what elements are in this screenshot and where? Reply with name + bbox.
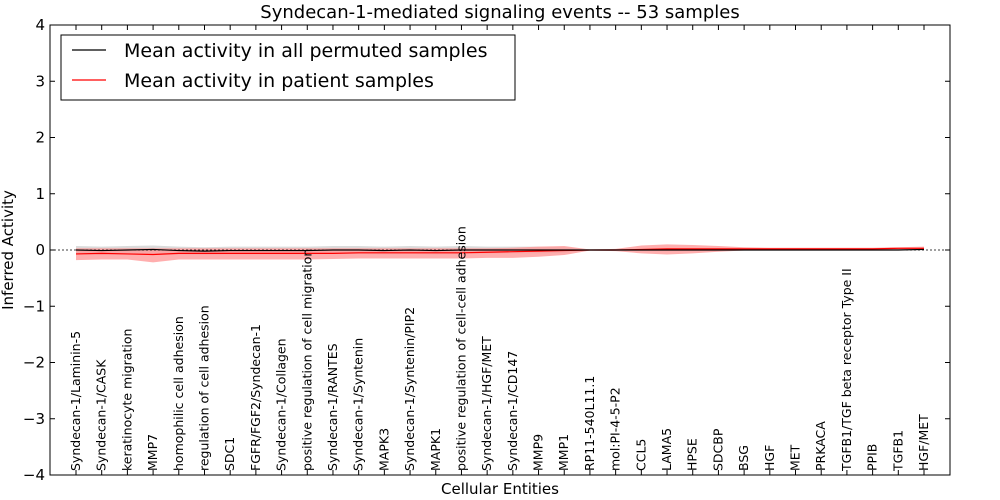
series-lines <box>50 247 950 256</box>
x-tick-label: positive regulation of cell migration <box>299 249 314 471</box>
x-tick-label: positive regulation of cell-cell adhesio… <box>453 226 468 471</box>
x-tick-label: SDC1 <box>222 437 237 471</box>
x-tick-label: CCL5 <box>633 439 648 471</box>
line-patient <box>75 247 924 256</box>
line-permuted <box>75 248 925 252</box>
legend-label-patient: Mean activity in patient samples <box>124 70 434 92</box>
x-tick-label: Syndecan-1/HGF/MET <box>479 336 494 471</box>
x-axis: Syndecan-1/Laminin-5 Syndecan-1/CASK kerat… <box>68 25 931 475</box>
x-tick-label: Syndecan-1/Syntenin/PIP2 <box>402 307 417 471</box>
x-tick-label: mol:PI-4-5-P2 <box>608 387 623 471</box>
x-tick-label: MMP7 <box>145 434 160 471</box>
y-tick-label: 2 <box>35 129 45 147</box>
x-tick-label: MAPK3 <box>376 428 391 471</box>
y-axis: −4 −3 −2 −1 0 1 2 3 4 <box>23 16 950 484</box>
x-tick-label: Syndecan-1/CD147 <box>505 351 520 471</box>
legend-box <box>60 34 516 101</box>
x-tick-label: Syndecan-1/Collagen <box>274 338 289 471</box>
x-tick-label: MET <box>788 444 803 471</box>
y-tick-label: 3 <box>35 72 45 90</box>
x-tick-label: Syndecan-1/CASK <box>94 359 109 471</box>
x-tick-label: homophilic cell adhesion <box>171 316 186 471</box>
y-tick-label: 0 <box>35 241 45 259</box>
x-tick-label: Syndecan-1/RANTES <box>325 343 340 471</box>
y-tick-label: 1 <box>35 185 45 203</box>
x-tick-label: MAPK1 <box>428 428 443 471</box>
y-axis-label: Inferred Activity <box>0 190 17 310</box>
x-tick-label: MMP1 <box>556 434 571 471</box>
x-tick-label: MMP9 <box>531 434 546 471</box>
y-tick-label: −1 <box>23 297 45 315</box>
x-tick-label: keratinocyte migration <box>119 329 134 471</box>
x-tick-label: FGFR/FGF2/Syndecan-1 <box>248 324 263 471</box>
x-tick-label: HGF/MET <box>916 414 931 471</box>
x-tick-label: HPSE <box>685 438 700 471</box>
x-tick-label: BSG <box>736 445 751 471</box>
x-tick-label: LAMA5 <box>659 428 674 471</box>
x-tick-label: HGF <box>762 445 777 471</box>
y-tick-label: −4 <box>23 466 45 484</box>
y-tick-label: −2 <box>23 354 45 372</box>
chart-title: Syndecan-1-mediated signaling events -- … <box>260 2 739 23</box>
legend: Mean activity in all permuted samples Me… <box>60 34 516 101</box>
y-tick-label: −3 <box>23 410 45 428</box>
x-tick-label: TGFB1/TGF beta receptor Type II <box>839 268 854 472</box>
x-tick-label: SDCBP <box>710 428 725 471</box>
x-tick-label: PPIB <box>865 444 880 471</box>
x-tick-label: TGFB1 <box>890 430 905 472</box>
x-tick-label: regulation of cell adhesion <box>196 305 211 471</box>
x-axis-label: Cellular Entities <box>441 480 559 498</box>
x-tick-label: Syndecan-1/Laminin-5 <box>68 331 83 471</box>
y-tick-label: 4 <box>35 16 45 34</box>
x-tick-label: PRKACA <box>813 421 828 471</box>
legend-label-permuted: Mean activity in all permuted samples <box>124 40 487 62</box>
x-tick-label: RP11-540L11.1 <box>582 376 597 471</box>
x-tick-label: Syndecan-1/Syntenin <box>351 338 366 471</box>
